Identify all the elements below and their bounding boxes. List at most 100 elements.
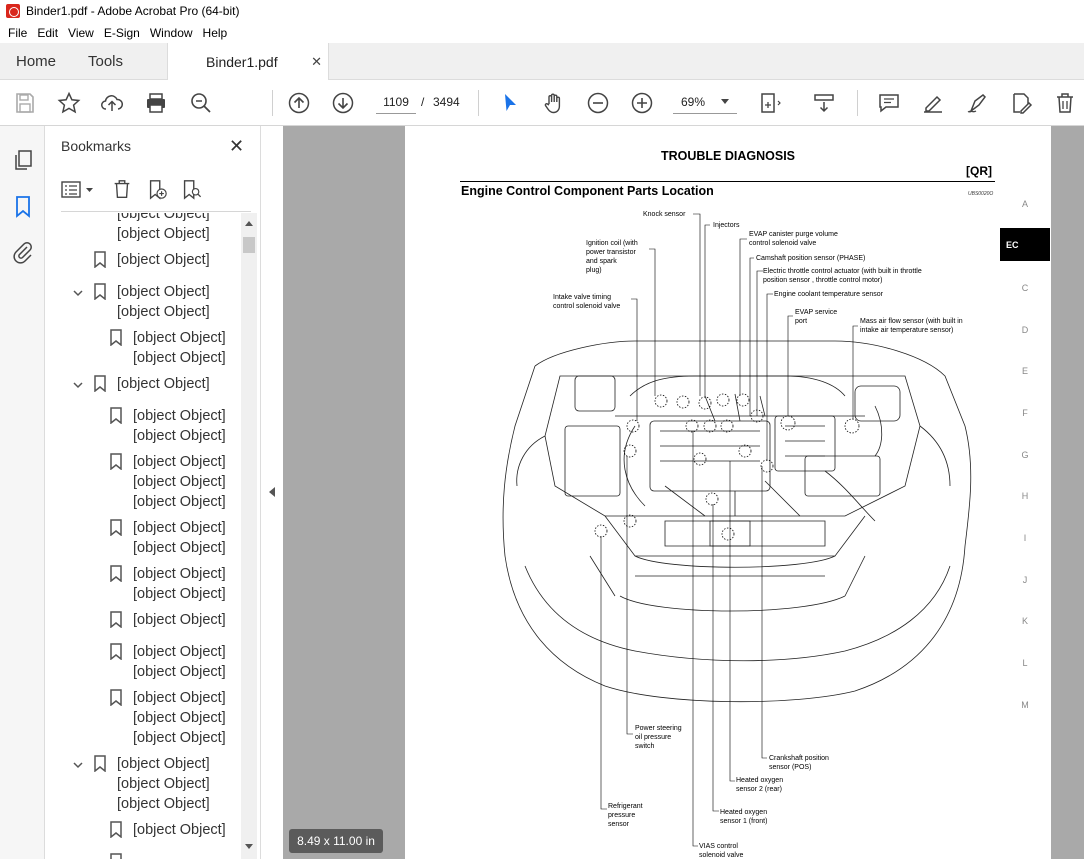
bookmark-item-acc[interactable]: [object Object] <box>133 690 226 706</box>
select-cursor-icon[interactable] <box>498 91 522 115</box>
bookmark-item-acc-cont2[interactable]: [object Object] <box>133 730 226 746</box>
menu-window[interactable]: Window <box>149 25 193 40</box>
bookmark-options-icon[interactable] <box>61 180 95 200</box>
callout-ignition-coil-2: power transistor <box>586 249 636 256</box>
bookmark-item-foreward[interactable]: [object Object] <box>117 252 210 268</box>
bookmark-item-fl[interactable]: [object Object] <box>133 612 226 628</box>
menu-esign[interactable]: E-Sign <box>103 25 140 40</box>
bookmark-item-cl[interactable]: [object Object] <box>133 822 226 838</box>
zoom-level-value: 69% <box>681 94 706 109</box>
chevron-down-icon[interactable] <box>73 288 83 298</box>
chevron-down-icon[interactable] <box>73 380 83 390</box>
page-thumbnails-icon[interactable] <box>11 148 35 172</box>
comment-icon[interactable] <box>877 91 901 115</box>
bookmark-item-general[interactable]: [object Object] <box>117 284 210 300</box>
attachments-icon[interactable] <box>11 240 35 264</box>
close-panel-icon[interactable]: ✕ <box>229 136 245 156</box>
bookmark-item-ec[interactable]: [object Object] <box>133 566 226 582</box>
zoom-level-dropdown[interactable]: 69% <box>673 90 737 114</box>
scrollbar-thumb[interactable] <box>243 237 255 253</box>
section-tab-d[interactable]: D <box>1021 325 1029 335</box>
bookmarks-title: Bookmarks <box>61 138 132 154</box>
highlight-pen-icon[interactable] <box>921 91 945 115</box>
bookmark-item-gi[interactable]: [object Object] <box>133 330 226 346</box>
section-tab-e[interactable]: E <box>1021 366 1028 376</box>
sign-pen-icon[interactable] <box>965 91 989 115</box>
tab-document[interactable]: Binder1.pdf ✕ <box>167 43 329 81</box>
upload-cloud-icon[interactable] <box>100 91 124 115</box>
scroll-down-icon[interactable] <box>244 843 254 851</box>
chevron-down-icon[interactable] <box>73 760 83 770</box>
bookmark-item-lu-cont2[interactable]: [object Object] <box>133 494 226 510</box>
scroll-mode-icon[interactable] <box>812 91 836 115</box>
print-icon[interactable] <box>144 91 168 115</box>
toolbar-divider <box>272 90 273 116</box>
find-bookmark-icon[interactable] <box>179 178 203 200</box>
bookmark-item-co-cont[interactable]: [object Object] <box>133 540 226 556</box>
section-tab-l[interactable]: L <box>1022 658 1028 668</box>
menu-help[interactable]: Help <box>202 25 228 40</box>
section-tab-j[interactable]: J <box>1022 575 1028 585</box>
bookmarks-panel-icon[interactable] <box>11 194 35 218</box>
bookmark-item-ec-cont[interactable]: [object Object] <box>133 586 226 602</box>
section-tab-a[interactable]: A <box>1021 199 1028 209</box>
bookmark-item-alphabetical[interactable]: [object Object] <box>117 213 210 222</box>
section-index-tabs: A EC C D E F G H I J K L M <box>1000 196 1050 796</box>
tab-tools[interactable]: Tools <box>88 53 124 70</box>
section-tab-f[interactable]: F <box>1022 408 1028 418</box>
close-tab-icon[interactable]: ✕ <box>311 54 322 69</box>
delete-bookmark-icon[interactable] <box>111 178 133 200</box>
hand-tool-icon[interactable] <box>542 91 566 115</box>
callout-crankshaft-2: sensor (POS) <box>769 764 812 771</box>
bookmark-item-general-cont[interactable]: [object Object] <box>117 304 210 320</box>
page-fit-icon[interactable] <box>757 91 781 115</box>
bookmark-flag-icon <box>110 407 122 424</box>
save-icon[interactable] <box>13 91 37 115</box>
section-tab-k[interactable]: K <box>1021 616 1028 626</box>
zoom-out-icon[interactable] <box>586 91 610 115</box>
bookmark-item-co[interactable]: [object Object] <box>133 520 226 536</box>
page-separator: / <box>421 95 425 109</box>
delete-icon[interactable] <box>1053 91 1077 115</box>
bookmark-star-icon[interactable] <box>57 91 81 115</box>
menu-file[interactable]: File <box>8 25 28 40</box>
callout-camshaft-sensor: Camshaft position sensor (PHASE) <box>756 255 866 262</box>
collapse-panel-strip[interactable] <box>261 126 283 859</box>
bookmark-item-em[interactable]: [object Object] <box>133 408 226 424</box>
zoom-in-icon[interactable] <box>630 91 654 115</box>
bookmark-item-transmission[interactable]: [object Object] <box>117 756 210 772</box>
previous-page-icon[interactable] <box>287 91 311 115</box>
page-number-input[interactable]: 1109 <box>376 90 416 114</box>
section-tab-i[interactable]: I <box>1023 533 1027 543</box>
bookmark-item-ex-cont[interactable]: [object Object] <box>133 664 226 680</box>
section-tab-ec[interactable]: EC <box>1000 228 1050 261</box>
bookmark-item-em-cont[interactable]: [object Object] <box>133 428 226 444</box>
callout-throttle-actuator-2: position sensor , throttle control motor… <box>763 277 883 284</box>
bookmark-item-engine[interactable]: [object Object] <box>117 376 210 392</box>
section-tab-g[interactable]: G <box>1021 450 1029 460</box>
edit-pdf-icon[interactable] <box>1009 91 1033 115</box>
callout-injectors: Injectors <box>713 222 740 229</box>
scroll-up-icon[interactable] <box>244 219 254 227</box>
bookmark-item-gi-cont[interactable]: [object Object] <box>133 350 226 366</box>
section-tab-h[interactable]: H <box>1021 491 1029 501</box>
collapse-arrow-icon[interactable] <box>269 487 275 497</box>
bookmarks-scrollbar[interactable] <box>241 213 257 859</box>
bookmark-item-acc-cont[interactable]: [object Object] <box>133 710 226 726</box>
bookmark-item-lu-cont[interactable]: [object Object] <box>133 474 226 490</box>
document-viewer[interactable]: TROUBLE DIAGNOSIS [QR] Engine Control Co… <box>283 126 1084 859</box>
menu-view[interactable]: View <box>68 25 94 40</box>
section-tab-m[interactable]: M <box>1021 700 1029 710</box>
bookmark-item-ex[interactable]: [object Object] <box>133 644 226 660</box>
bookmark-item-lu[interactable]: [object Object] <box>133 454 226 470</box>
bookmark-item-transmission-cont[interactable]: [object Object] <box>117 776 210 792</box>
menu-edit[interactable]: Edit <box>37 25 59 40</box>
bookmark-item-index[interactable]: [object Object] <box>117 226 210 242</box>
bookmark-item-transmission-cont2[interactable]: [object Object] <box>117 796 210 812</box>
next-page-icon[interactable] <box>331 91 355 115</box>
new-bookmark-icon[interactable] <box>145 178 169 200</box>
section-tab-c[interactable]: C <box>1021 283 1029 293</box>
zoom-search-icon[interactable] <box>189 91 213 115</box>
callout-coolant-sensor: Engine coolant temperature sensor <box>774 291 883 298</box>
tab-home[interactable]: Home <box>16 53 57 70</box>
